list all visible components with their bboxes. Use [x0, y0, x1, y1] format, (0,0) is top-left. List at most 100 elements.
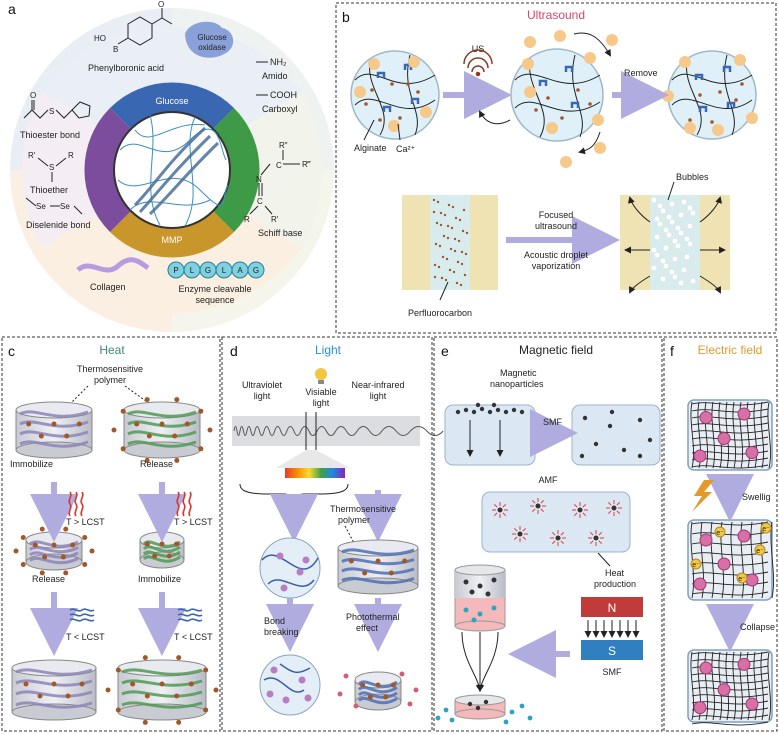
released-dot [142, 655, 148, 661]
r-prime: R′ [271, 215, 279, 224]
bubble [677, 211, 685, 219]
polymer-strand [142, 545, 181, 553]
f-strand [691, 665, 769, 670]
calcium-dot [710, 120, 714, 124]
peptide-letter: P [173, 266, 178, 275]
spectrum-wave [233, 426, 444, 436]
alginate-clip [538, 79, 548, 86]
bottom-nanoparticle [483, 699, 489, 705]
drug-dot [79, 681, 85, 687]
calcium-dot [378, 118, 382, 122]
bubbles-label: Bubbles [676, 172, 709, 182]
d-drug [266, 690, 274, 698]
alginate-clips [376, 63, 736, 112]
drug-dot [65, 693, 71, 699]
return-arrow [479, 110, 511, 125]
f-strand [691, 408, 769, 413]
burst-ray [573, 503, 578, 508]
bubble [662, 244, 670, 252]
drug-dot [64, 433, 70, 439]
panel-e-frame [433, 336, 663, 732]
lightning-icon [692, 480, 714, 512]
burst-ray [598, 531, 603, 536]
bubble [680, 266, 688, 274]
f-drug [693, 577, 707, 591]
polymer-strand [29, 557, 79, 565]
bubble [653, 215, 661, 223]
bubble [689, 277, 697, 285]
alginate-clip [722, 65, 732, 72]
nanoparticle [621, 447, 627, 453]
f-strand [711, 401, 716, 469]
f-strand [690, 651, 695, 721]
cylinder-top [11, 659, 97, 677]
polymer-strand [142, 555, 181, 563]
pfc-droplet [463, 273, 467, 277]
bubble [659, 207, 667, 215]
f-drug [737, 407, 751, 421]
drug-dot [51, 421, 57, 427]
polymer-strand [127, 440, 197, 448]
nh2-label: NH₂ [270, 57, 287, 67]
burst-ray [531, 499, 536, 504]
f-gel-box [687, 649, 773, 726]
photo-label-1: Photothermal [346, 612, 400, 622]
heat-label-2: production [594, 579, 636, 589]
drug-dot [159, 541, 165, 547]
pfc-droplet [451, 205, 455, 209]
bond-label-1: Bond [264, 616, 285, 626]
cool-wave [69, 608, 95, 612]
pfc-droplet [458, 218, 462, 222]
alginate-clip [410, 97, 420, 104]
d-released [407, 701, 413, 707]
mnp-label-2: nanoparticles [490, 379, 544, 389]
bubble [656, 202, 664, 210]
release-funnel-arrows [461, 631, 499, 692]
r-double-prime: R″ [279, 141, 288, 150]
f-strand [691, 415, 769, 420]
calcium-dot [406, 82, 410, 86]
pfc-droplet [440, 276, 444, 280]
f-drug [737, 657, 751, 671]
d-sphere-top [259, 537, 321, 599]
c-immobilize-2: Immobilize [138, 574, 181, 584]
panel-b: b Ultrasound [335, 2, 777, 334]
pfc-droplet [435, 221, 439, 225]
bubble [659, 257, 667, 265]
hydrogel-cylinder [11, 659, 97, 721]
pfc-droplet [443, 213, 447, 217]
glucose-oxidase-blob [185, 21, 234, 58]
heat-wave [176, 491, 180, 517]
bubble [671, 273, 679, 281]
alginate-clip [376, 71, 386, 78]
f-strand [691, 658, 769, 663]
calcium-dot [576, 88, 580, 92]
f-strand [691, 541, 769, 546]
hydrogel-cylinder [139, 531, 185, 569]
collapse-label: Collapse [740, 622, 775, 632]
panel-c-title: Heat [99, 343, 125, 357]
cyl-drug [491, 605, 497, 611]
cyl-nanoparticle [463, 579, 469, 585]
calcium-dot [740, 82, 744, 86]
calcium-dot [390, 82, 394, 86]
released-drug [443, 707, 449, 713]
f-drug [717, 557, 731, 571]
alginate-clip [694, 73, 704, 80]
pfc-droplet [436, 200, 440, 204]
visible-label-1: Visiable [305, 387, 336, 397]
pfc-pointer [439, 281, 449, 301]
polymer-strand [29, 546, 79, 554]
cyl-nanoparticle [491, 577, 497, 583]
f-drug [699, 533, 713, 547]
burst-core [593, 535, 599, 541]
released-dot [105, 687, 111, 693]
c-thermo-label-2: polymer [94, 375, 126, 385]
d-drug [270, 666, 278, 674]
f-strand [710, 521, 715, 599]
electron-label: e⁻ [756, 548, 764, 555]
c-upper: C [276, 161, 282, 170]
carboxyl-label: Carboxyl [262, 104, 298, 114]
polymer-strand [357, 697, 398, 705]
drug-dot [146, 433, 152, 439]
